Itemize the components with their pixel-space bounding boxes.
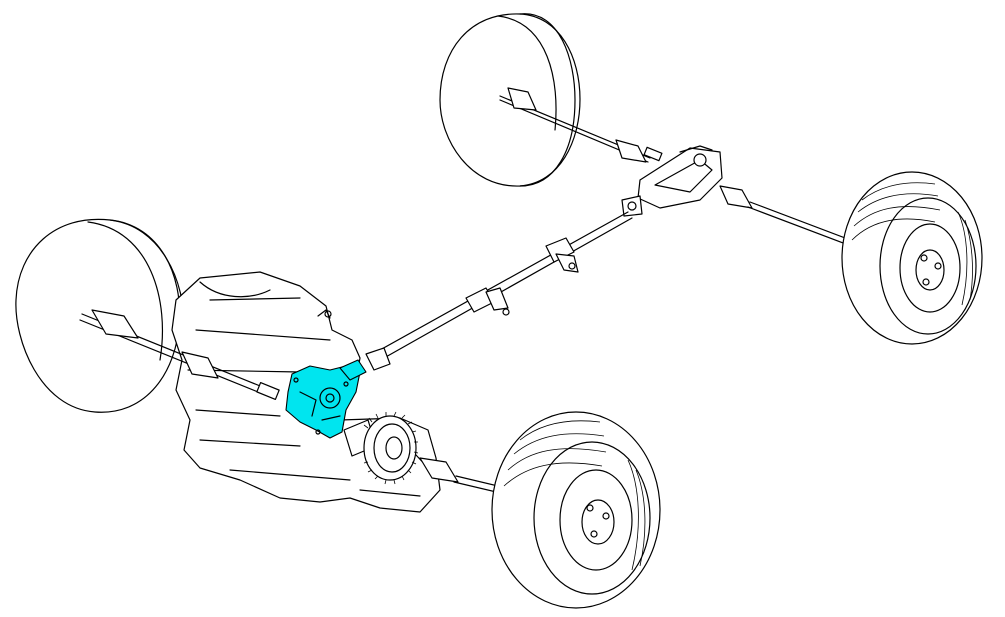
transfer-case-body: [285, 365, 361, 439]
front-right-wheel: [491, 411, 661, 609]
transfer-case: [285, 359, 367, 439]
rear-right-wheel: [841, 171, 983, 345]
front-differential-ring-gear: [343, 411, 419, 485]
propeller-shaft: [365, 211, 633, 371]
rear-differential: [621, 145, 723, 217]
front-left-axle-shaft: [79, 309, 280, 400]
rear-left-axle-shaft: [499, 87, 663, 163]
